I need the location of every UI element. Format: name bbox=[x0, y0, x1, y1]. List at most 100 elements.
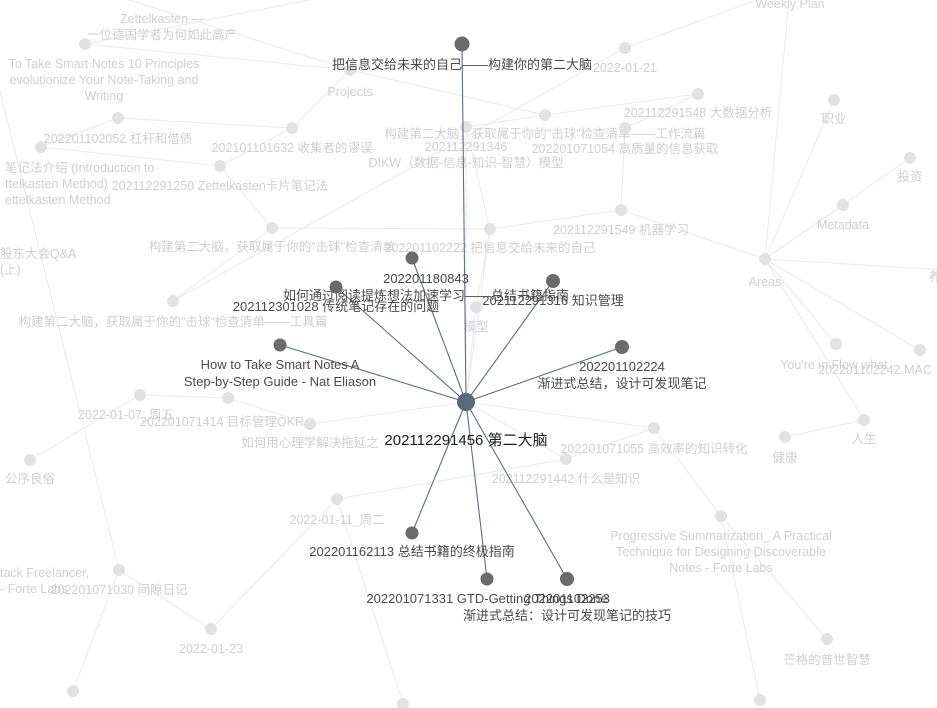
note-dot[interactable] bbox=[830, 338, 842, 350]
note-dot[interactable] bbox=[821, 633, 833, 645]
note-node[interactable]: Projects bbox=[327, 64, 373, 99]
note-dot[interactable] bbox=[648, 422, 660, 434]
note-node[interactable]: 股东大会Q&A(上) bbox=[0, 0, 77, 277]
note-node[interactable]: Metadata bbox=[817, 199, 869, 232]
note-node[interactable]: 芒格的普世智慧 bbox=[783, 633, 871, 667]
note-dot[interactable] bbox=[619, 42, 631, 54]
note-node[interactable]: 202201071055 高效率的知识转化 bbox=[561, 422, 748, 456]
note-node[interactable]: 人生 bbox=[851, 414, 877, 446]
note-node[interactable]: tack Freelancer,- Forte Labs bbox=[0, 0, 89, 596]
note-node[interactable]: 2022-01-07_周五 bbox=[78, 389, 174, 422]
note-dot[interactable] bbox=[484, 223, 496, 235]
note-node[interactable]: 构建第二大脑，获取属于你的"击球"检查清单 bbox=[149, 222, 395, 254]
graph-node[interactable] bbox=[67, 685, 79, 697]
note-node[interactable]: 2022-01-11_周二 bbox=[290, 493, 385, 527]
note-node[interactable]: 202112291548 大数据分析 bbox=[624, 88, 772, 120]
note-dot[interactable] bbox=[304, 418, 316, 430]
note-node[interactable]: 职业 bbox=[821, 94, 847, 126]
note-dot[interactable] bbox=[266, 222, 278, 234]
note-node[interactable]: You're in Flow what bbox=[780, 338, 888, 372]
note-node[interactable]: Weekly Plan bbox=[755, 0, 824, 11]
note-dot[interactable] bbox=[205, 623, 217, 635]
note-node[interactable]: 模型 bbox=[463, 301, 489, 334]
note-dot[interactable] bbox=[113, 564, 125, 576]
linked-note-node[interactable]: 202201162113 总结书籍的终极指南 bbox=[309, 526, 515, 560]
note-node[interactable]: 202112291250 Zettelkasten卡片笔记法 bbox=[112, 160, 329, 193]
note-node[interactable]: 公序良俗 bbox=[5, 454, 56, 486]
linked-note-dot[interactable] bbox=[273, 338, 287, 352]
linked-note-dot[interactable] bbox=[329, 280, 343, 294]
linked-note-node[interactable]: 202201071331 GTD-Getting Things Done bbox=[366, 572, 608, 607]
note-node[interactable]: Zettelkasten —一位德国学者为何如此高产 bbox=[79, 12, 237, 50]
note-dot[interactable] bbox=[904, 152, 916, 164]
graph-edge bbox=[227, 397, 311, 425]
note-dot[interactable] bbox=[167, 295, 179, 307]
note-dot[interactable] bbox=[344, 64, 356, 76]
note-dot[interactable] bbox=[692, 88, 704, 100]
note-node[interactable]: 202101101632 收集者的谬误 bbox=[212, 122, 373, 155]
note-dot[interactable] bbox=[331, 493, 343, 505]
note-dot[interactable] bbox=[858, 414, 870, 426]
note-node[interactable]: 202112291549 机器学习 bbox=[553, 204, 689, 237]
note-node[interactable]: Areas bbox=[749, 253, 782, 289]
linked-note-dot[interactable] bbox=[405, 526, 419, 540]
note-node[interactable]: 202112291442 什么是知识 bbox=[492, 453, 640, 486]
note-dot[interactable] bbox=[134, 389, 146, 401]
note-node[interactable]: 202201071414 目标管理OKR bbox=[140, 392, 304, 429]
center-note-dot[interactable] bbox=[457, 393, 475, 411]
linked-note-dot[interactable] bbox=[560, 572, 574, 586]
note-node[interactable]: 202201071030 间隙日记 bbox=[51, 564, 188, 597]
note-dot[interactable] bbox=[470, 301, 482, 313]
note-dot[interactable] bbox=[286, 122, 298, 134]
note-dot[interactable] bbox=[112, 112, 124, 124]
linked-note-node[interactable]: 202112291316 知识管理 bbox=[482, 274, 624, 308]
note-dot[interactable] bbox=[24, 454, 36, 466]
note-node[interactable]: 202201102222 把信息交给未来的自己 bbox=[385, 223, 596, 255]
note-node[interactable]: 养 bbox=[929, 264, 937, 284]
note-dot[interactable] bbox=[460, 121, 472, 133]
note-node[interactable]: 2022-01-23 bbox=[179, 623, 243, 656]
graph-node[interactable] bbox=[754, 694, 766, 706]
note-dot[interactable] bbox=[779, 431, 791, 443]
note-dot[interactable] bbox=[214, 160, 226, 172]
linked-note-dot[interactable] bbox=[546, 274, 560, 288]
note-dot[interactable] bbox=[539, 109, 551, 121]
note-node[interactable]: 2022-01-21 bbox=[593, 42, 657, 75]
graph-node[interactable] bbox=[397, 698, 409, 708]
note-node[interactable]: 构建第二大脑，获取属于你的"击球"检查清单——工具篇 bbox=[19, 295, 328, 329]
note-dot[interactable] bbox=[619, 122, 631, 134]
note-dot[interactable] bbox=[79, 38, 91, 50]
note-dot[interactable] bbox=[222, 392, 234, 404]
note-node[interactable]: 202201071054 高质量的信息获取 bbox=[532, 122, 719, 156]
note-node[interactable]: 202201102242 MAC bbox=[818, 344, 932, 377]
note-node[interactable]: 投资 bbox=[897, 152, 923, 184]
note-dot[interactable] bbox=[35, 141, 47, 153]
note-node[interactable]: 如何用心理学解决拖延之 bbox=[241, 418, 379, 450]
linked-note-dot[interactable] bbox=[480, 572, 494, 586]
center-note-node[interactable]: 202112291456 第二大脑 bbox=[384, 393, 548, 449]
note-dot[interactable] bbox=[560, 453, 572, 465]
linked-note-dot[interactable] bbox=[454, 36, 470, 52]
note-node[interactable]: 202201102052 杠杆和借债 bbox=[44, 112, 192, 146]
linked-note-node[interactable]: 把信息交给未来的自己——构建你的第二大脑 bbox=[332, 36, 592, 73]
note-dot[interactable] bbox=[914, 344, 926, 356]
linked-note-dot[interactable] bbox=[405, 251, 419, 265]
note-dot[interactable] bbox=[837, 199, 849, 211]
note-dot[interactable] bbox=[615, 204, 627, 216]
note-dot[interactable] bbox=[715, 510, 727, 522]
linked-note-node[interactable]: 202112301028 传统笔记存在的问题 bbox=[233, 280, 439, 315]
note-dot[interactable] bbox=[759, 253, 771, 265]
linked-note-dot[interactable] bbox=[615, 340, 629, 354]
note-node[interactable]: 健康 bbox=[772, 431, 798, 465]
note-dot[interactable] bbox=[828, 94, 840, 106]
